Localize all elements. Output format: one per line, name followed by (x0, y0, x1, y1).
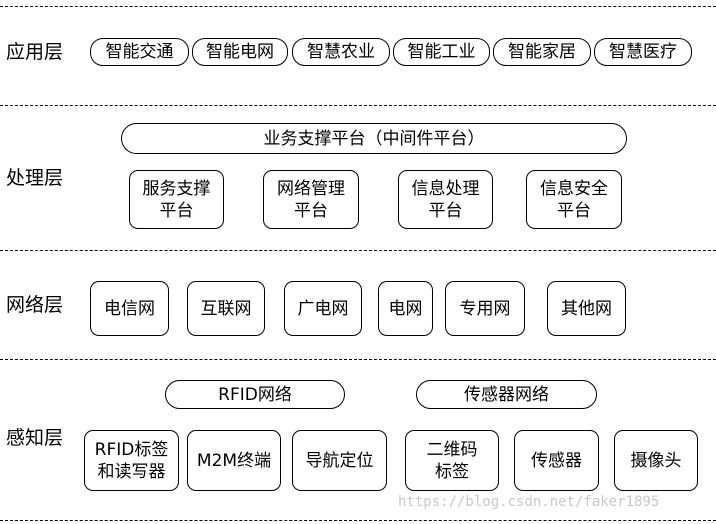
network-layer-label: 网络层 (6, 294, 64, 316)
camera: 摄像头 (614, 430, 698, 491)
layer-divider-bottom (0, 520, 716, 521)
network-power-grid: 电网 (378, 281, 433, 336)
app-smart-industry: 智能工业 (393, 38, 490, 66)
watermark-url: https://blog.csdn.net/faker1895 (398, 494, 660, 510)
network-management-platform: 网络管理 平台 (263, 170, 359, 229)
service-support-platform: 服务支撑 平台 (129, 170, 224, 229)
sensor: 传感器 (514, 430, 599, 491)
qr-code-tag: 二维码 标签 (405, 430, 499, 491)
app-smart-healthcare: 智慧医疗 (594, 38, 692, 66)
network-broadcast-tv: 广电网 (284, 281, 362, 336)
information-processing-platform: 信息处理 平台 (398, 170, 493, 229)
network-internet: 互联网 (187, 281, 265, 336)
sensor-network-bar: 传感器网络 (416, 380, 597, 409)
layer-divider-processing-network (0, 250, 716, 251)
network-other: 其他网 (547, 281, 626, 336)
perception-layer-label: 感知层 (6, 427, 64, 449)
network-telecom: 电信网 (90, 281, 169, 336)
navigation-positioning: 导航定位 (292, 430, 387, 491)
layer-divider-network-perception (0, 359, 716, 360)
processing-layer-label: 处理层 (6, 167, 64, 189)
app-smart-agriculture: 智慧农业 (292, 38, 390, 66)
m2m-terminal: M2M终端 (187, 430, 281, 491)
app-smart-transport: 智能交通 (90, 38, 189, 66)
network-private: 专用网 (445, 281, 525, 336)
rfid-network-bar: RFID网络 (165, 380, 345, 409)
application-layer-label: 应用层 (6, 41, 64, 63)
layer-divider-application-processing (0, 105, 716, 106)
information-security-platform: 信息安全 平台 (526, 170, 622, 229)
layer-divider-top (0, 6, 716, 7)
app-smart-home: 智能家居 (493, 38, 591, 66)
business-support-platform-bar: 业务支撑平台（中间件平台） (121, 123, 627, 154)
rfid-tag-and-reader: RFID标签 和读写器 (84, 430, 179, 491)
app-smart-grid: 智能电网 (192, 38, 288, 66)
